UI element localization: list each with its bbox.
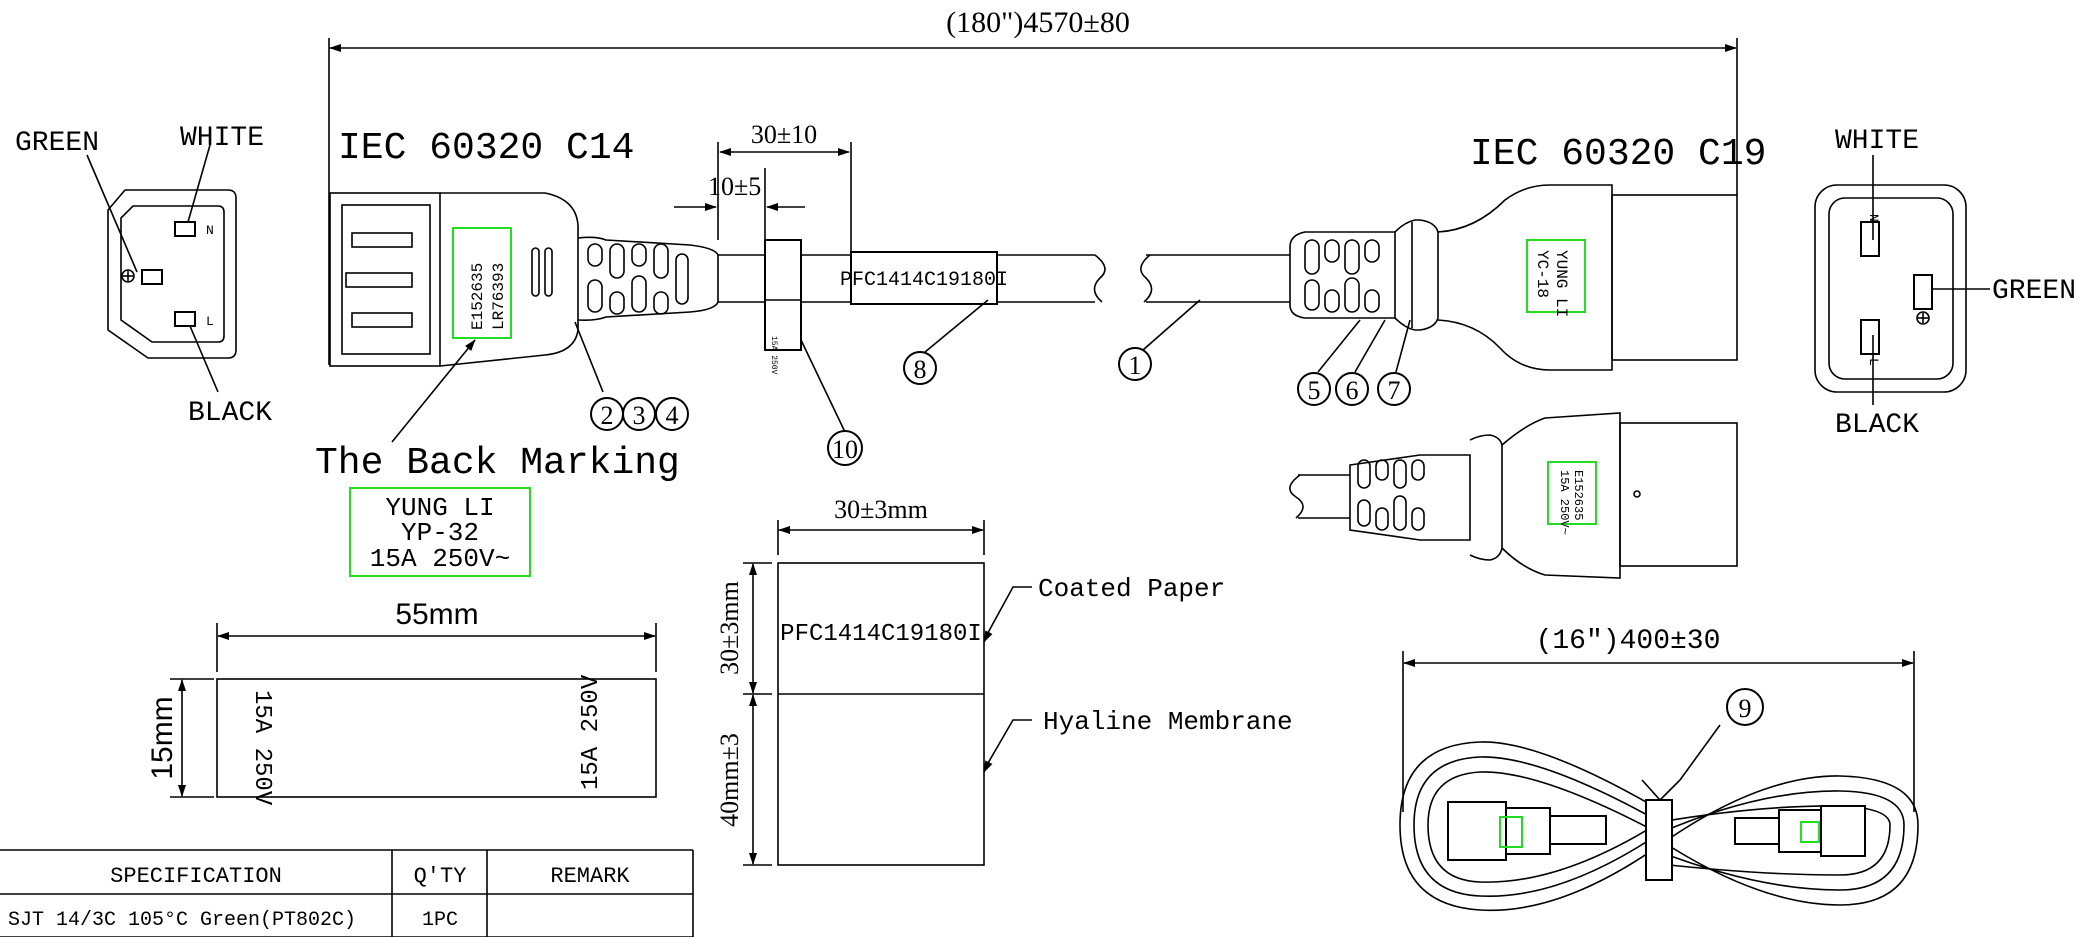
c14-marking-line2: LR76393 <box>490 263 508 330</box>
marking-label-right-text: 15A 250V <box>578 674 605 790</box>
spec-header-qty: Q'TY <box>414 864 467 889</box>
label-height-paper-text: 30±3mm <box>715 581 744 675</box>
c19-white-label: WHITE <box>1835 126 1919 157</box>
svg-text:6: 6 <box>1346 376 1359 405</box>
spec-table: SPECIFICATION Q'TY REMARK SJT 14/3C 105°… <box>0 849 694 937</box>
c19-black-label: BLACK <box>1835 410 1919 441</box>
callout-6: 6 <box>1335 372 1369 406</box>
marking-label-left-text: 15A 250V <box>248 690 275 806</box>
c14-marking-line1: E152635 <box>469 263 487 330</box>
c14-line-pin <box>174 311 196 327</box>
label-width-text: 30±3mm <box>834 495 928 524</box>
c19-marking-box <box>1526 239 1586 313</box>
svg-text:8: 8 <box>914 355 927 384</box>
callout-3: 3 <box>622 397 656 431</box>
svg-text:4: 4 <box>666 401 679 430</box>
c19-title: IEC 60320 C19 <box>1470 133 1766 176</box>
callout-9: 9 <box>1726 688 1764 726</box>
c19-green-label: GREEN <box>1992 276 2076 307</box>
back-marking-box: YUNG LI YP-32 15A 250V~ <box>349 487 531 577</box>
spec-row-specification: SJT 14/3C 105°C Green(PT802C) <box>8 909 356 932</box>
back-marking-line1: YUNG LI <box>385 493 494 523</box>
marking-width-text: 55mm <box>395 598 478 631</box>
bundle-length-text: (16")400±30 <box>1536 626 1721 657</box>
label-offset-text: 10±5 <box>708 172 761 201</box>
callout-5: 5 <box>1297 372 1331 406</box>
c19-neutral-slot <box>1860 221 1880 257</box>
back-marking-title: The Back Marking <box>315 442 680 485</box>
spec-header-remark: REMARK <box>550 864 630 889</box>
coated-paper-label: Coated Paper <box>1038 574 1225 604</box>
svg-text:10: 10 <box>832 435 858 464</box>
back-marking-line2: YP-32 <box>401 518 479 548</box>
earth-symbol-icon <box>121 269 135 283</box>
c14-face-view: N L GREEN WHITE BLACK <box>15 123 272 429</box>
svg-text:9: 9 <box>1739 694 1752 723</box>
c19-side-marking-line1: E152635 <box>1571 470 1585 520</box>
flag-label-code-text: PFC1414C19180I <box>780 621 982 648</box>
back-marking-line3: 15A 250V~ <box>370 544 510 574</box>
svg-text:2: 2 <box>601 401 614 430</box>
c14-l-mark: L <box>206 314 214 329</box>
c14-plug: E152635 LR76393 <box>329 192 719 367</box>
svg-text:3: 3 <box>633 401 646 430</box>
c14-earth-pin <box>141 269 163 285</box>
marking-label-drawing: 55mm 15mm 15A 250V 15A 250V <box>146 598 657 806</box>
c14-marking-box <box>452 227 512 339</box>
c19-earth-symbol-icon <box>1916 311 1930 325</box>
callout-2: 2 <box>590 397 624 431</box>
cable-print-text: PFC1414C19180I <box>840 269 1008 292</box>
callout-7: 7 <box>1377 372 1411 406</box>
c14-green-label: GREEN <box>15 128 99 159</box>
callout-10: 10 <box>827 430 863 466</box>
c19-line-slot <box>1860 319 1880 355</box>
c19-rotated-view: E152635 15A 250V~ <box>1289 412 1738 579</box>
callout-8: 8 <box>903 351 937 385</box>
spec-header-specification: SPECIFICATION <box>110 864 282 889</box>
sleeve-offset-text: 30±10 <box>751 120 817 149</box>
label-height-membrane-text: 40mm±3 <box>715 733 744 827</box>
spec-row-qty: 1PC <box>422 909 458 932</box>
callout-1: 1 <box>1118 347 1152 381</box>
overall-length-text: (180")4570±80 <box>946 6 1130 39</box>
c19-face-view: N L WHITE GREEN BLACK <box>1814 126 2076 441</box>
svg-text:7: 7 <box>1388 376 1401 405</box>
flag-rating-text: 15A 250V <box>769 336 778 375</box>
marking-height-text: 15mm <box>146 696 179 779</box>
svg-text:5: 5 <box>1308 376 1321 405</box>
c19-side-marking-line2: 15A 250V~ <box>1557 470 1571 535</box>
cable-flag-label: 15A 250V <box>764 239 846 433</box>
hyaline-membrane-label: Hyaline Membrane <box>1043 707 1293 737</box>
c14-black-label: BLACK <box>188 398 272 429</box>
c19-marking-line2: YC-18 <box>1533 250 1551 298</box>
coiled-cord-drawing: (16")400±30 <box>1399 626 1919 912</box>
sleeve-dimensions: 30±10 10±5 <box>674 120 852 255</box>
overall-length-dimension: (180")4570±80 <box>328 6 1738 365</box>
c14-n-mark: N <box>206 223 214 238</box>
c19-side-marking-box <box>1547 461 1597 525</box>
svg-text:1: 1 <box>1129 351 1142 380</box>
callout-4: 4 <box>655 397 689 431</box>
flag-label-drawing: 30±3mm PFC1414C19180I 30±3mm 40mm±3 Coat… <box>715 495 1293 866</box>
c19-marking-line1: YUNG LI <box>1552 250 1570 317</box>
c14-white-label: WHITE <box>180 123 264 154</box>
c14-title: IEC 60320 C14 <box>338 127 634 170</box>
cable-print-box <box>850 251 998 305</box>
c14-neutral-pin <box>174 221 196 237</box>
c19-earth-slot <box>1913 274 1933 310</box>
c19-connector: YUNG LI YC-18 <box>1289 184 1738 371</box>
